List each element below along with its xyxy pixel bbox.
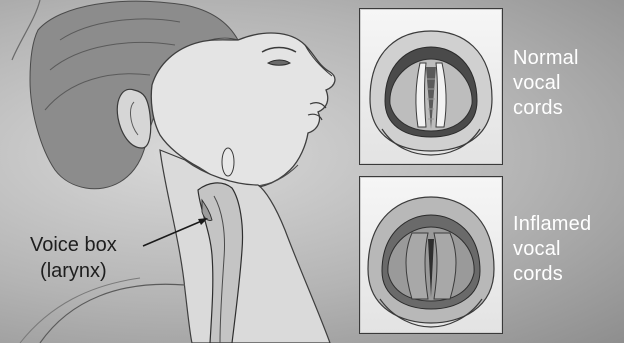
inflamed-label-line-1: Inflamed — [513, 212, 591, 237]
inflamed-label-line-3: cords — [513, 262, 591, 287]
inflamed-right-cord — [434, 233, 456, 299]
normal-label-line-1: Normal — [513, 46, 579, 71]
inflamed-vocal-cords-image — [360, 177, 502, 333]
normal-vocal-cords-label: Normal vocal cords — [513, 46, 579, 121]
inflamed-vocal-cords-panel — [359, 176, 503, 334]
voice-box-label-line-2: (larynx) — [30, 258, 117, 284]
inflamed-vocal-cords-label: Inflamed vocal cords — [513, 212, 591, 287]
normal-label-line-3: cords — [513, 96, 579, 121]
voice-box-label-line-1: Voice box — [30, 232, 117, 258]
normal-label-line-2: vocal — [513, 71, 579, 96]
normal-vocal-cords-panel — [359, 8, 503, 165]
inflamed-left-cord — [406, 233, 428, 299]
normal-vocal-cords-image — [360, 9, 502, 164]
inflamed-label-line-2: vocal — [513, 237, 591, 262]
voice-box-callout-label: Voice box (larynx) — [30, 232, 117, 284]
